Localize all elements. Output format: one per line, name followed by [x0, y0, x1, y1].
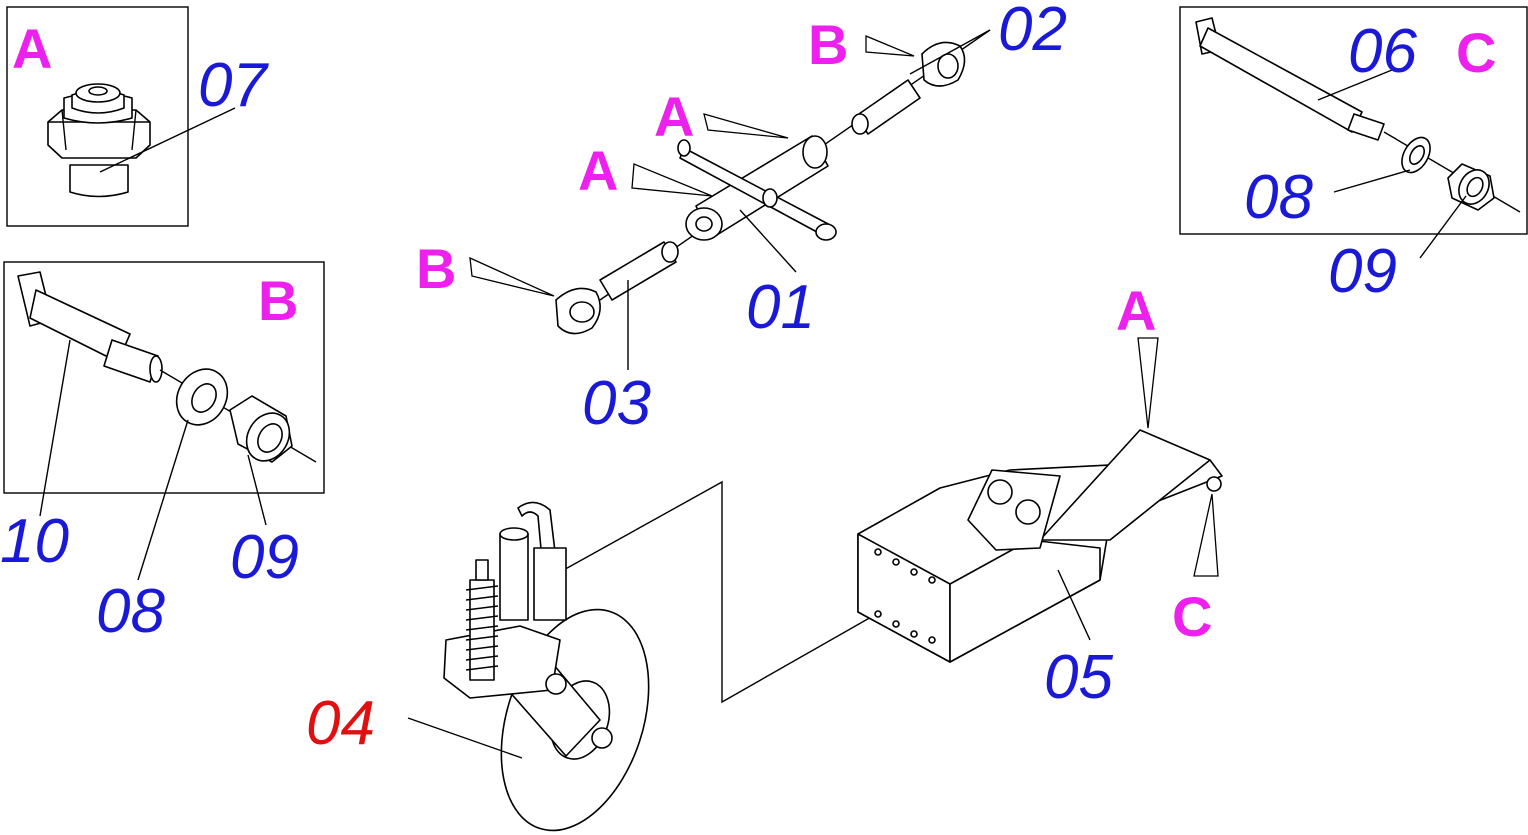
leader-08-b — [137, 419, 189, 581]
inset-c: C 06 08 09 — [1179, 6, 1528, 306]
inset-a: A 07 — [6, 6, 269, 227]
part-number-10: 10 — [0, 507, 69, 576]
leader-06 — [1317, 69, 1393, 101]
spring-drawing — [465, 559, 499, 681]
washer-drawing — [175, 368, 229, 426]
nut-c-drawing — [1447, 163, 1495, 211]
ref-arrow-a-beam — [1137, 337, 1159, 429]
leader-02 — [909, 29, 991, 75]
inset-b-frame — [3, 261, 325, 494]
bolt-drawing — [17, 271, 317, 463]
coulter-unit: 04 — [306, 480, 881, 832]
grease-nipple-drawing — [47, 83, 151, 198]
part-number-06: 06 — [1348, 17, 1417, 86]
part-number-05: 05 — [1044, 643, 1113, 712]
ref-marker-a-upper: A — [654, 85, 694, 148]
inset-c-frame — [1179, 6, 1528, 235]
part-number-09-c: 09 — [1328, 237, 1397, 306]
leader-08-c — [1333, 169, 1411, 193]
ref-marker-a-lower: A — [578, 139, 618, 202]
ref-arrow-b-upper — [865, 35, 915, 57]
leader-09-b — [247, 454, 267, 526]
ref-marker-b-upper: B — [808, 13, 848, 76]
ref-arrow-c-beam — [1193, 493, 1219, 577]
beam-top-channel-drawing — [1039, 429, 1211, 541]
washer-c-drawing — [1401, 136, 1431, 174]
leader-10 — [39, 339, 71, 517]
leader-05 — [1057, 569, 1091, 641]
part-number-04: 04 — [306, 689, 375, 758]
leader-01 — [739, 209, 797, 273]
long-bolt-drawing — [1195, 17, 1521, 213]
part-number-07: 07 — [198, 51, 269, 120]
ref-arrow-b-lower — [469, 256, 555, 297]
inset-a-ref-letter: A — [12, 17, 52, 80]
ref-marker-c-beam: C — [1172, 585, 1212, 648]
toolbar-assembly: 01 02 03 A A B B — [416, 0, 1067, 438]
ref-arrow-a-upper — [703, 113, 789, 139]
ref-marker-b-lower: B — [416, 237, 456, 300]
shock-cylinder-drawing — [499, 533, 529, 621]
part-number-08-c: 08 — [1244, 163, 1313, 232]
lower-link-drawing — [555, 241, 679, 335]
leader-07 — [99, 107, 236, 173]
inset-a-frame — [6, 6, 189, 227]
upper-link-drawing — [851, 41, 966, 135]
part-number-01: 01 — [746, 273, 815, 342]
inset-b-ref-letter: B — [258, 269, 298, 332]
inset-b: B 10 08 09 — [0, 261, 325, 646]
inset-c-ref-letter: C — [1456, 21, 1496, 84]
leader-04 — [407, 717, 523, 759]
part-number-09-b: 09 — [230, 523, 299, 592]
frame-beam: 05 A C — [857, 279, 1223, 712]
leader-09-c — [1419, 195, 1467, 259]
ref-arrow-a-lower — [631, 163, 713, 197]
cross-tube-drawing — [677, 135, 837, 241]
part-number-08-b: 08 — [96, 577, 165, 646]
ref-marker-a-beam: A — [1116, 279, 1156, 342]
nut-drawing — [229, 395, 293, 463]
mount-bracket-drawing — [443, 625, 561, 699]
part-number-02: 02 — [998, 0, 1067, 64]
part-number-03: 03 — [582, 369, 651, 438]
mount-holes-drawing — [874, 548, 936, 644]
